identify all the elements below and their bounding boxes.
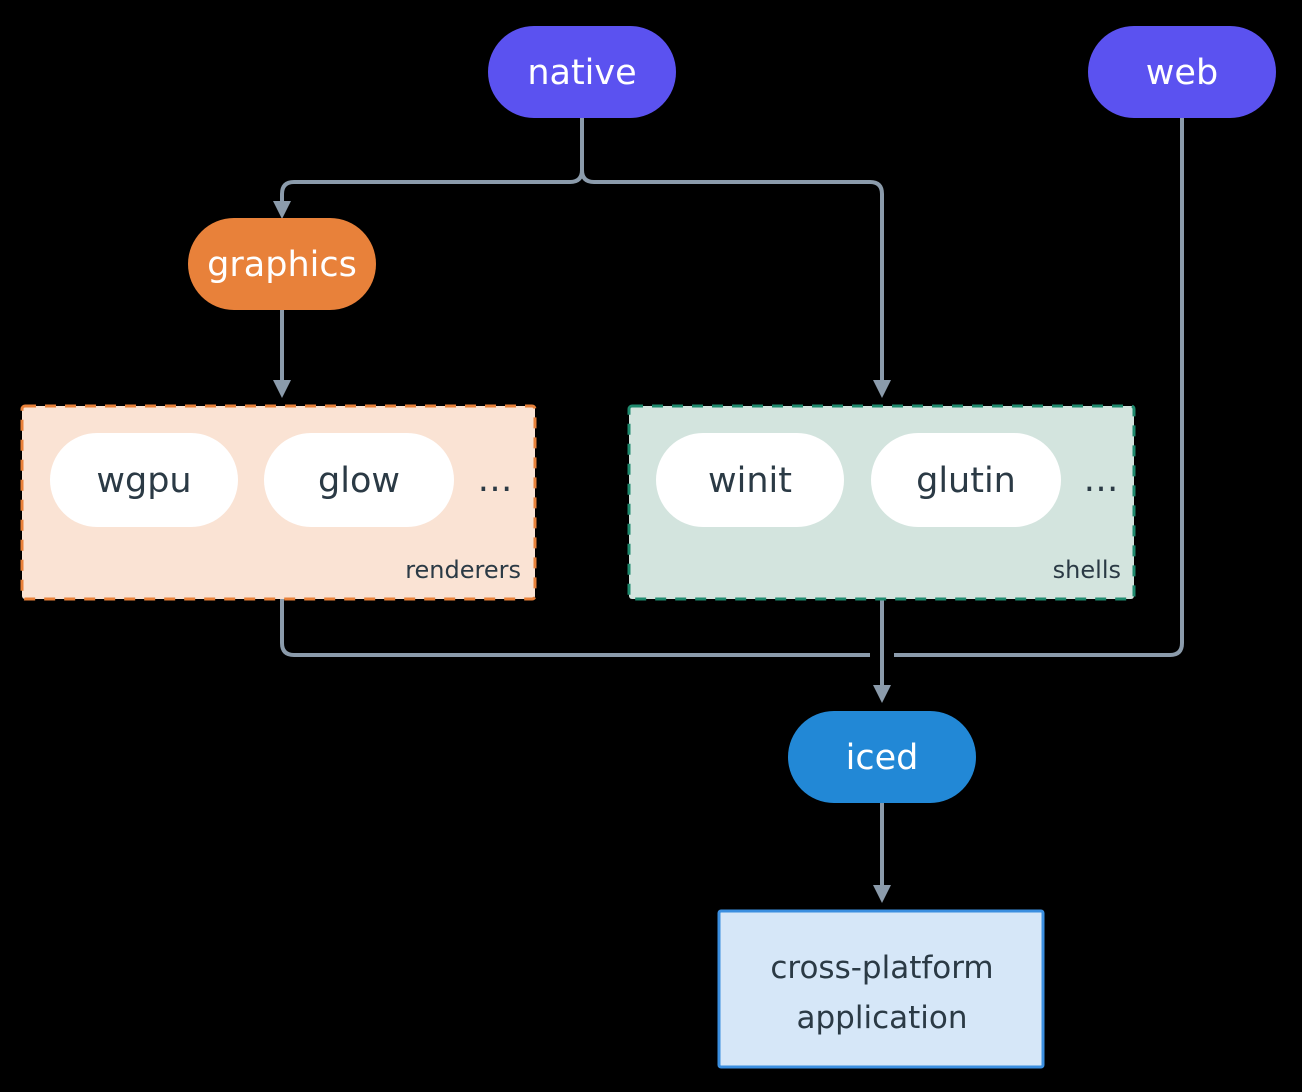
node-application[interactable]: cross-platform application bbox=[717, 909, 1045, 1069]
group-shells-caption: shells bbox=[1053, 556, 1121, 584]
node-iced-label: iced bbox=[846, 738, 919, 778]
node-web-shape bbox=[1088, 26, 1276, 118]
shells-member-glutin-label: glutin bbox=[916, 461, 1016, 501]
node-iced-shape bbox=[788, 711, 976, 803]
arrowhead-renderers bbox=[273, 380, 291, 398]
arrowhead-shells bbox=[873, 380, 891, 398]
group-renderers[interactable]: wgpu glow … renderers bbox=[20, 404, 537, 601]
renderers-member-wgpu-label: wgpu bbox=[96, 461, 191, 501]
edge-renderers-to-iced bbox=[280, 599, 870, 657]
node-graphics-label: graphics bbox=[207, 245, 357, 285]
renderers-member-glow-label: glow bbox=[318, 461, 400, 501]
shells-member-glutin[interactable] bbox=[871, 433, 1061, 527]
renderers-overflow-ellipsis: … bbox=[478, 460, 513, 500]
arrowhead-iced bbox=[873, 685, 891, 703]
node-iced[interactable]: iced bbox=[788, 711, 976, 803]
node-graphics-shape bbox=[188, 218, 376, 310]
shells-member-winit-label: winit bbox=[708, 461, 792, 501]
node-web-label: web bbox=[1146, 53, 1218, 93]
shells-overflow-ellipsis: … bbox=[1084, 460, 1119, 500]
node-native-label: native bbox=[527, 53, 636, 93]
node-web[interactable]: web bbox=[1088, 26, 1276, 118]
edge-web-to-iced bbox=[894, 118, 1184, 657]
group-shells[interactable]: winit glutin … shells bbox=[627, 404, 1136, 601]
node-application-label-line2: application bbox=[797, 1000, 968, 1036]
node-application-label-line1: cross-platform bbox=[770, 950, 993, 986]
node-graphics[interactable]: graphics bbox=[188, 218, 376, 310]
node-native-shape bbox=[488, 26, 676, 118]
arrowhead-graphics bbox=[273, 201, 291, 219]
node-application-shape bbox=[717, 909, 1045, 1069]
edge-native-to-graphics bbox=[280, 169, 584, 206]
edge-native-to-shells bbox=[580, 169, 884, 382]
arrowhead-application bbox=[873, 885, 891, 903]
group-renderers-caption: renderers bbox=[405, 556, 521, 584]
node-native[interactable]: native bbox=[488, 26, 676, 118]
renderers-member-glow[interactable] bbox=[264, 433, 454, 527]
shells-member-winit[interactable] bbox=[656, 433, 844, 527]
renderers-member-wgpu[interactable] bbox=[50, 433, 238, 527]
